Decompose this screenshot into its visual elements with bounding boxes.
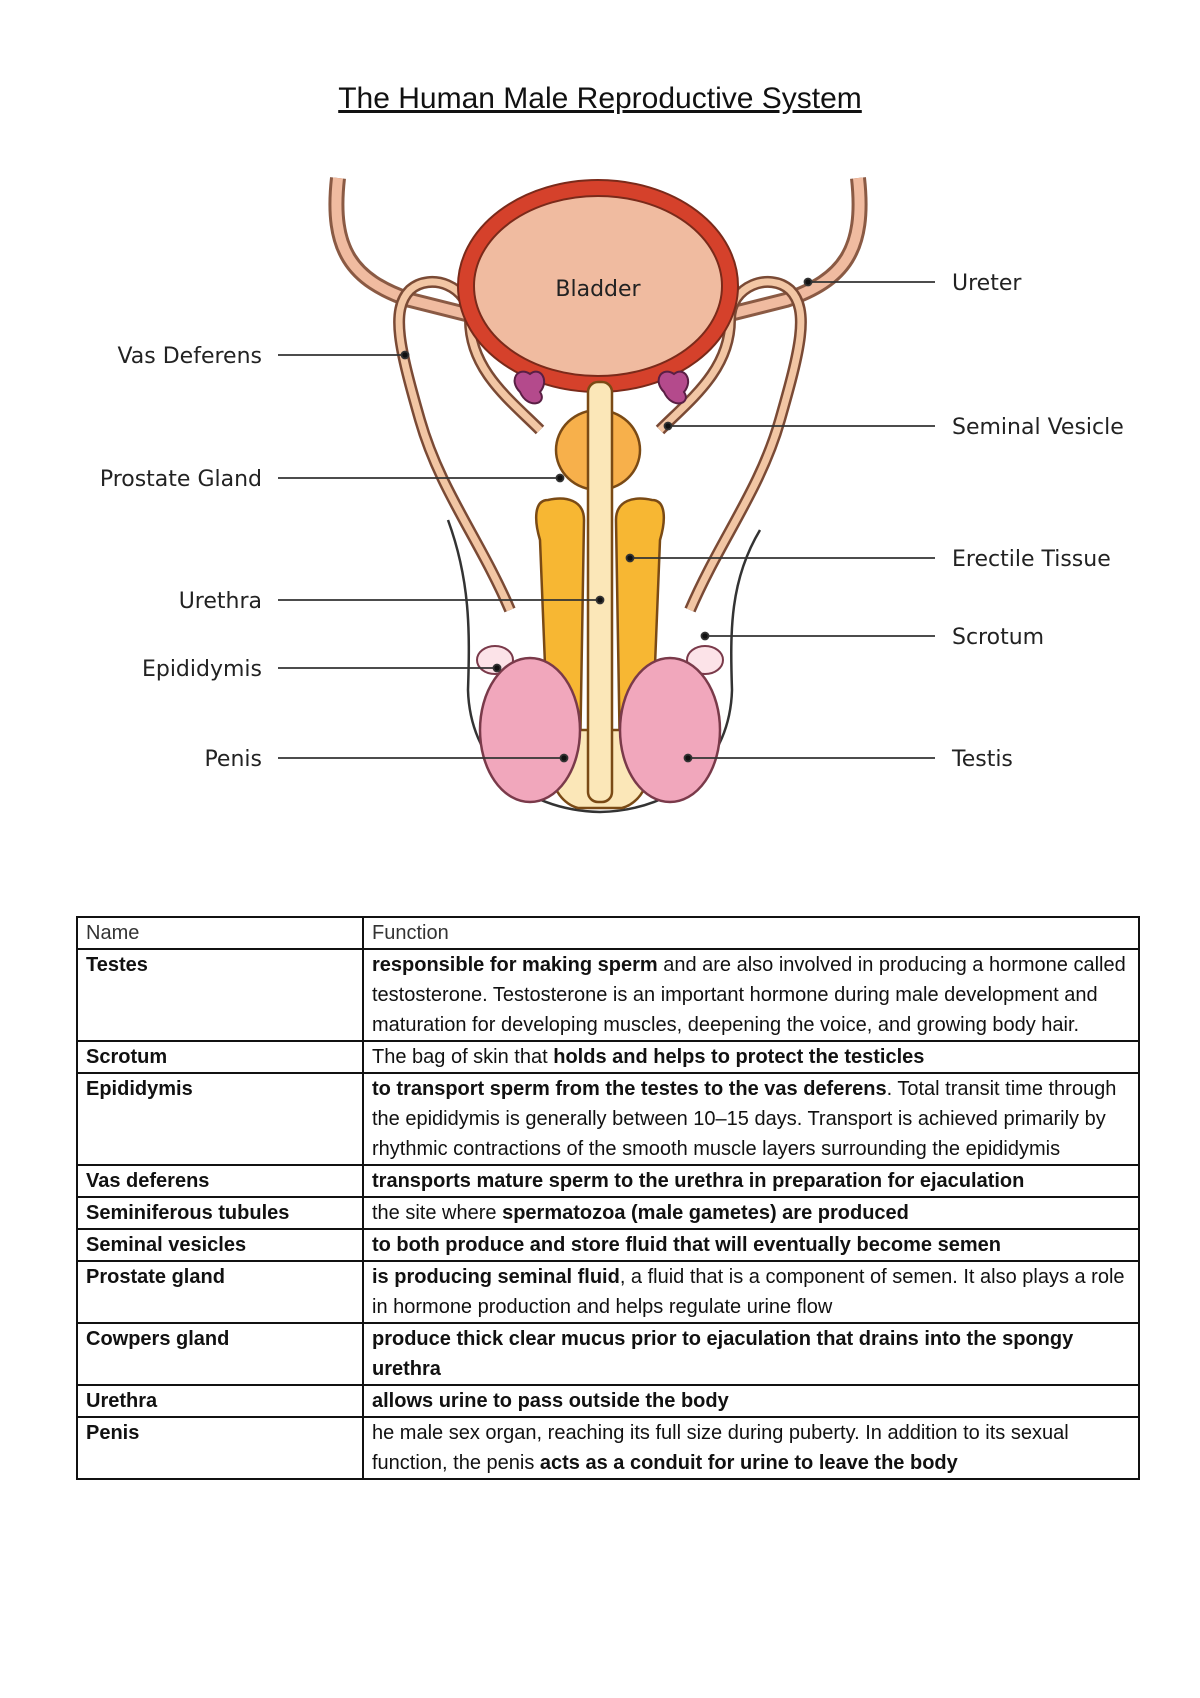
label-urethra: Urethra: [179, 589, 262, 614]
function-emphasis: spermatozoa (male gametes) are produced: [502, 1202, 909, 1224]
row-name: Scrotum: [76, 1040, 364, 1074]
testis-left: [478, 656, 582, 804]
row-name: Penis: [76, 1416, 364, 1480]
row-name: Epididymis: [76, 1072, 364, 1166]
row-function: allows urine to pass outside the body: [362, 1384, 1140, 1418]
label-erectile-tissue: Erectile Tissue: [952, 547, 1111, 572]
scrotum-outline: [446, 519, 762, 814]
function-emphasis: to both produce and store fluid that wil…: [372, 1234, 1001, 1256]
table-row: Epididymis to transport sperm from the te…: [76, 1072, 1140, 1166]
row-function: responsible for making sperm and are als…: [362, 948, 1140, 1042]
bladder-label: Bladder: [555, 277, 641, 302]
label-epididymis: Epididymis: [142, 657, 262, 682]
row-name: Testes: [76, 948, 364, 1042]
row-function: he male sex organ, reaching its full siz…: [362, 1416, 1140, 1480]
seminal-vesicle-left: [513, 370, 546, 405]
label-scrotum: Scrotum: [952, 625, 1044, 650]
function-emphasis: is producing seminal fluid: [372, 1266, 620, 1288]
reproductive-system-diagram: Bladder Vas Deferens Prostate Gland Uret…: [100, 177, 1124, 814]
function-emphasis: acts as a conduit for urine to leave the…: [539, 1452, 958, 1474]
row-name: Seminiferous tubules: [76, 1196, 364, 1230]
table-row: Seminal vesicles to both produce and stor…: [76, 1228, 1140, 1262]
row-function: produce thick clear mucus prior to ejacu…: [362, 1322, 1140, 1386]
urethra: [586, 380, 614, 804]
header-function: Function: [362, 916, 1140, 950]
row-function: to both produce and store fluid that wil…: [362, 1228, 1140, 1262]
function-emphasis: responsible for making sperm: [372, 954, 658, 976]
label-vas-deferens: Vas Deferens: [117, 344, 262, 369]
seminal-vesicle-right: [657, 370, 690, 405]
function-emphasis: transports mature sperm to the urethra i…: [372, 1170, 1025, 1192]
page-title: The Human Male Reproductive System: [338, 82, 862, 115]
testis-right: [618, 656, 722, 804]
label-prostate-gland: Prostate Gland: [100, 467, 262, 492]
table-row: Vas deferens transports mature sperm to t…: [76, 1164, 1140, 1198]
function-emphasis: to transport sperm from the testes to th…: [372, 1078, 887, 1100]
label-testis: Testis: [951, 747, 1013, 772]
row-name: Urethra: [76, 1384, 364, 1418]
row-function: the site where spermatozoa (male gametes…: [362, 1196, 1140, 1230]
function-emphasis: produce thick clear mucus prior to ejacu…: [372, 1328, 1074, 1380]
row-name: Prostate gland: [76, 1260, 364, 1324]
header-name: Name: [76, 916, 364, 950]
function-emphasis: holds and helps to protect the testicles: [553, 1046, 925, 1068]
function-emphasis: allows urine to pass outside the body: [372, 1390, 729, 1412]
label-seminal-vesicle: Seminal Vesicle: [952, 415, 1124, 440]
row-function: transports mature sperm to the urethra i…: [362, 1164, 1140, 1198]
row-name: Cowpers gland: [76, 1322, 364, 1386]
row-name: Vas deferens: [76, 1164, 364, 1198]
table-row: Urethra allows urine to pass outside the …: [76, 1384, 1140, 1418]
row-function: The bag of skin that holds and helps to …: [362, 1040, 1140, 1074]
label-penis: Penis: [204, 747, 262, 772]
row-function: is producing seminal fluid, a fluid that…: [362, 1260, 1140, 1324]
row-name: Seminal vesicles: [76, 1228, 364, 1262]
row-function: to transport sperm from the testes to th…: [362, 1072, 1140, 1166]
table-header-row: Name Function: [76, 916, 1140, 950]
label-ureter: Ureter: [952, 271, 1022, 296]
